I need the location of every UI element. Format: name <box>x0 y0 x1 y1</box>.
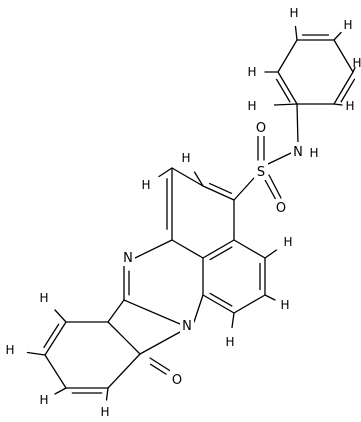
carbonyl-oxygen-label: O <box>172 373 182 388</box>
hydrogen-label-12: H <box>39 291 48 305</box>
hydrogen-label-2: H <box>343 18 352 32</box>
sulfonyl-oxygen-label-top: O <box>256 121 266 136</box>
phenyl-bond <box>275 78 291 103</box>
s-o-bond-2 <box>268 174 282 199</box>
hydrogen-label-10: H <box>280 298 289 312</box>
benzo-bond <box>44 321 67 356</box>
c-h-bond <box>193 171 204 187</box>
hydrogen-label-1: H <box>289 6 298 20</box>
bond-layer <box>26 25 356 401</box>
hydrogen-label-14: H <box>39 393 48 407</box>
c-h-bond <box>333 103 343 106</box>
core-bond <box>233 294 266 314</box>
core-bond <box>233 239 266 259</box>
hydrogen-label-5: H <box>247 65 256 79</box>
hydrogen-label-8: H <box>181 151 190 165</box>
hydrogen-label-15: H <box>100 405 109 419</box>
benzo-bond <box>44 354 67 389</box>
c-h-bond <box>54 309 67 323</box>
c-s-bond <box>233 177 255 201</box>
hydrogen-label-11: H <box>225 335 234 349</box>
benzo-bond <box>107 353 141 389</box>
carbonyl-bond <box>149 363 167 375</box>
heteroatom-label-layer: S O O N H N N O <box>121 119 319 388</box>
ring-bond <box>139 331 181 355</box>
c-h-bond <box>294 25 298 41</box>
sulfonyl-oxygen-label-bottom: O <box>276 201 286 216</box>
c-h-bond <box>352 66 356 73</box>
benzo-bond <box>43 323 60 349</box>
s-o-bond <box>263 177 277 201</box>
core-bond <box>171 239 204 259</box>
hydrogen-label-7: H <box>141 178 150 192</box>
c-h-bond <box>333 31 342 41</box>
s-n-bond <box>267 152 292 165</box>
c-h-bond <box>231 312 235 329</box>
sulfonamide-nitrogen-label: N <box>293 145 303 160</box>
hydrogen-label-3: H <box>352 56 361 70</box>
hydrogen-label-13: H <box>5 343 14 357</box>
phenyl-bond <box>333 39 354 73</box>
c-h-bond <box>264 294 276 301</box>
c-h-bond <box>54 387 67 395</box>
c-n-bond <box>123 299 181 325</box>
imine-nitrogen-label: N <box>123 251 133 266</box>
sulfonamide-nh-hydrogen-label: H <box>309 146 318 160</box>
hydrogen-label-layer: H H H H H H H H H H H H H H H <box>5 6 361 419</box>
phenyl-bond <box>340 78 356 103</box>
c-n-bond <box>134 239 173 259</box>
phenyl-bond <box>277 39 298 73</box>
phenyl-bond <box>333 71 354 105</box>
core-bond <box>202 185 235 201</box>
ring-bond <box>107 321 141 355</box>
c-h-bond <box>264 249 278 259</box>
core-bond <box>171 167 204 187</box>
core-bond <box>209 292 233 307</box>
ring-nitrogen-label: N <box>182 319 192 334</box>
core-bond <box>209 246 233 261</box>
c-h-bond <box>273 103 298 106</box>
core-bond <box>202 239 235 259</box>
core-bond <box>202 294 235 314</box>
c-h-bond <box>105 387 109 401</box>
sulfur-label: S <box>257 165 265 180</box>
carbonyl-bond <box>149 357 173 373</box>
n-c-bond <box>193 294 204 323</box>
c-h-bond <box>26 351 46 356</box>
hydrogen-label-9: H <box>283 235 292 249</box>
phenyl-n-bond <box>296 103 299 145</box>
hydrogen-label-6: H <box>247 99 256 113</box>
ring-bond <box>107 299 125 323</box>
c-h-bond <box>158 167 173 178</box>
hydrogen-label-4: H <box>345 99 354 113</box>
core-bond <box>209 182 233 194</box>
phenyl-bond <box>277 71 298 105</box>
